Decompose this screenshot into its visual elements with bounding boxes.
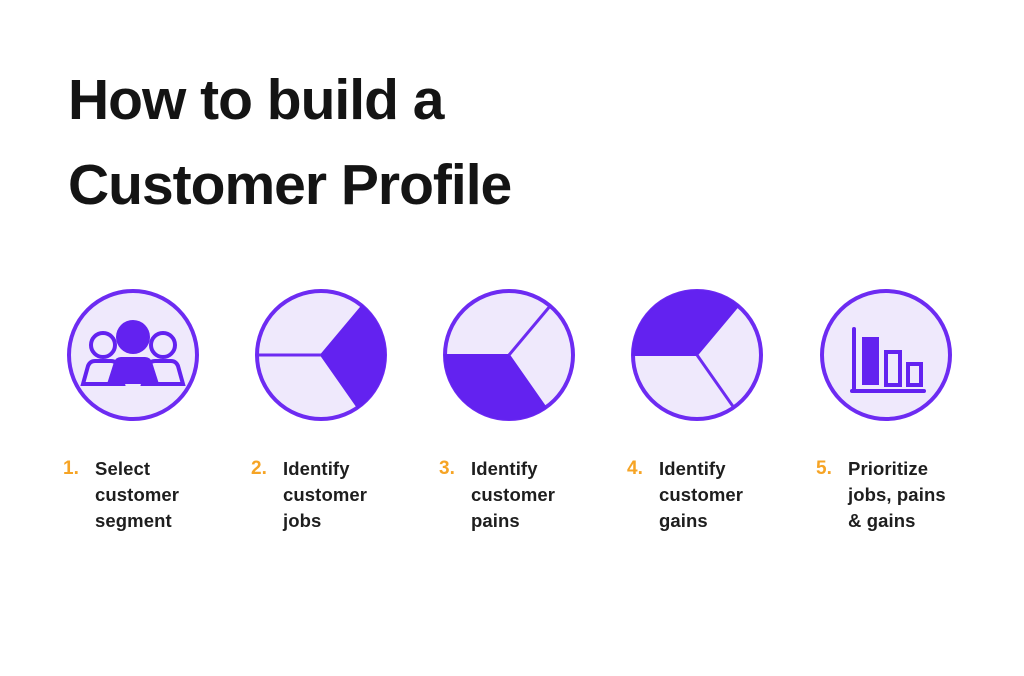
step-column-2: 2. Identify customer jobs xyxy=(251,287,431,534)
title-line-1: How to build a xyxy=(68,68,444,132)
step-label-row: 1. Select customer segment xyxy=(63,456,243,534)
pie-right-slice-icon xyxy=(253,287,389,423)
step-label: Identify customer jobs xyxy=(283,458,368,531)
bar-chart-icon xyxy=(818,287,954,423)
step-column-5: 5. Prioritize jobs, pains & gains xyxy=(816,287,996,534)
step-label: Identify customer pains xyxy=(471,458,556,531)
step-label: Select customer segment xyxy=(95,458,180,531)
pie-top-slice-icon xyxy=(629,287,765,423)
step-number: 2. xyxy=(251,458,267,479)
step-column-3: 3. Identify customer pains xyxy=(439,287,619,534)
step-label: Identify customer gains xyxy=(659,458,744,531)
step-column-1: 1. Select customer segment xyxy=(63,287,243,534)
step-label-row: 3. Identify customer pains xyxy=(439,456,619,534)
step-label-row: 2. Identify customer jobs xyxy=(251,456,431,534)
step-column-4: 4. Identify customer gains xyxy=(627,287,807,534)
step-label-row: 5. Prioritize jobs, pains & gains xyxy=(816,456,996,534)
customer-segment-people-icon xyxy=(65,287,201,423)
step-label: Prioritize jobs, pains & gains xyxy=(848,458,946,531)
title-line-2: Customer Profile xyxy=(68,153,512,217)
step-number: 5. xyxy=(816,458,832,479)
step-number: 4. xyxy=(627,458,643,479)
page-title: How to build a Customer Profile xyxy=(68,58,512,228)
pie-bottom-slice-icon xyxy=(441,287,577,423)
step-label-row: 4. Identify customer gains xyxy=(627,456,807,534)
step-number: 3. xyxy=(439,458,455,479)
step-number: 1. xyxy=(63,458,79,479)
